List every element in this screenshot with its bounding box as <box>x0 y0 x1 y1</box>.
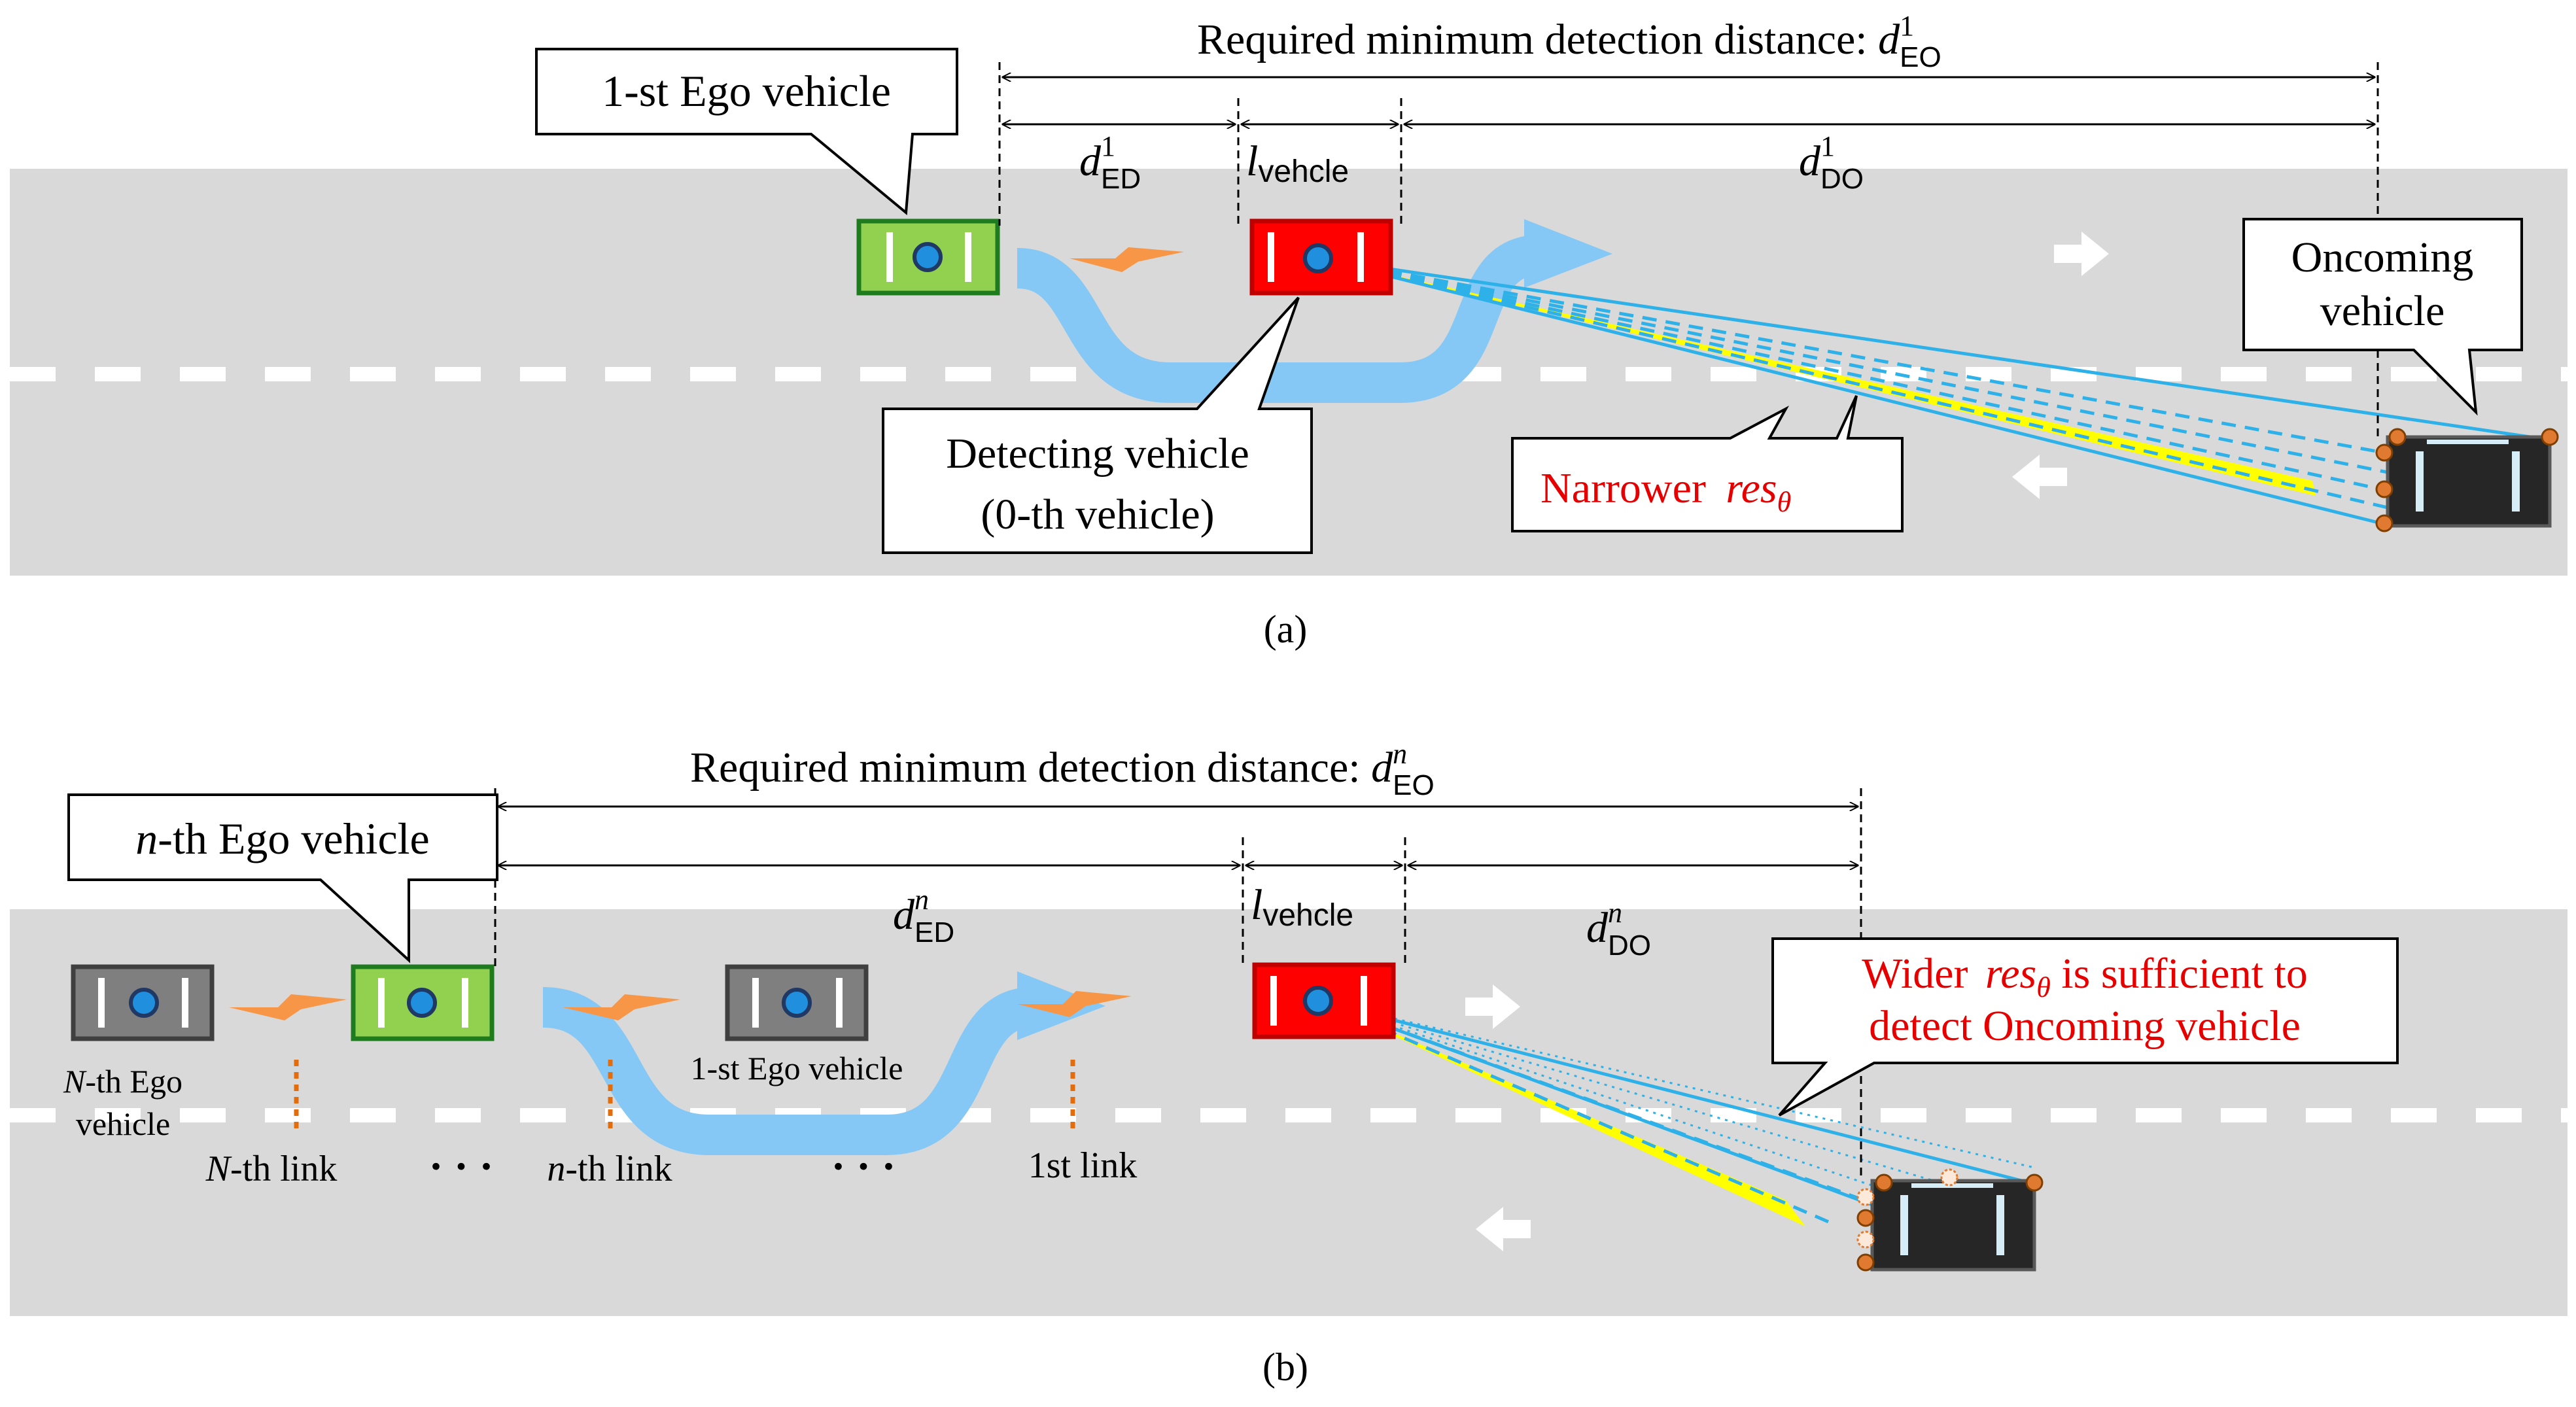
oncoming-vehicle-a <box>2375 428 2559 532</box>
detecting-vehicle-a <box>1249 218 1393 296</box>
relay-arrowhead-a-icon <box>1524 219 1612 288</box>
detecting-vehicle-b <box>1252 962 1396 1039</box>
caption-b: (b) <box>1262 1346 1308 1389</box>
wider-line2: detect Oncoming vehicle <box>1869 1002 2301 1050</box>
ego-label-b: n-th Ego vehicle <box>135 814 429 863</box>
ego-label-a: 1-st Ego vehicle <box>602 66 891 116</box>
oncoming-line2-a: vehicle <box>2320 287 2445 335</box>
link-n-label: n-th link <box>547 1149 672 1189</box>
seg-len-label-b: lvehcle <box>1251 881 1353 933</box>
wider-line1: Wider resθ is sufficient to <box>1862 950 2308 1003</box>
ego-vehicle-a <box>856 218 1000 296</box>
callout-narrow-a <box>1511 395 1904 532</box>
sensor-icon <box>913 242 943 272</box>
first-ego-vehicle-b <box>725 964 869 1041</box>
link-N-label: N-th link <box>205 1149 338 1189</box>
detecting-line1-a: Detecting vehicle <box>946 430 1249 478</box>
n-th-ego-vehicle <box>351 964 495 1041</box>
callout-detecting-a <box>882 296 1313 554</box>
callout-ego-a <box>535 48 958 215</box>
sensor-icon <box>129 988 159 1018</box>
first-ego-small-label: 1-st Ego vehicle <box>691 1050 903 1086</box>
oncoming-line1-a: Oncoming <box>2291 234 2474 281</box>
seg-len-label-a: lvehcle <box>1246 137 1349 189</box>
dots-1: · · · <box>428 1143 493 1190</box>
wide-beam-fill <box>1318 1001 1805 1226</box>
dots-2: · · · <box>831 1143 896 1190</box>
link-1-label: 1st link <box>1028 1145 1137 1186</box>
sensor-icon <box>407 988 437 1018</box>
direction-arrow-left-icon <box>1476 1207 1531 1251</box>
callout-wider-b <box>1771 937 2399 1117</box>
signal-bolt-b3-icon <box>1017 991 1132 1017</box>
narrow-label-a: Narrower resθ <box>1540 464 1791 518</box>
nth-ego-line1: N-th Ego <box>63 1063 183 1100</box>
detection-beams-b <box>1317 999 2035 1266</box>
sensor-icon <box>782 988 812 1018</box>
direction-arrow-right-icon <box>1465 984 1520 1029</box>
sensor-icon <box>1303 986 1333 1016</box>
narrow-beam-fill <box>1318 258 2316 496</box>
sensor-icon <box>1303 243 1333 273</box>
relay-path-arrow-b <box>542 987 1033 1155</box>
nth-ego-line2: vehicle <box>76 1105 170 1142</box>
callout-oncoming-a <box>2242 218 2523 416</box>
signal-bolt-b1-icon <box>229 994 347 1020</box>
nth-ego-vehicle <box>71 964 215 1041</box>
detection-beams-a <box>1317 256 2549 525</box>
callout-ego-b <box>67 793 498 964</box>
caption-a: (a) <box>1264 608 1308 651</box>
oncoming-vehicle-b <box>1856 1168 2044 1272</box>
detecting-line2-a: (0-th vehicle) <box>981 491 1214 538</box>
signal-bolt-a-icon <box>1070 247 1184 272</box>
direction-arrow-right-icon <box>2054 232 2109 276</box>
direction-arrow-left-icon <box>2012 455 2067 499</box>
signal-bolt-b2-icon <box>563 994 680 1020</box>
